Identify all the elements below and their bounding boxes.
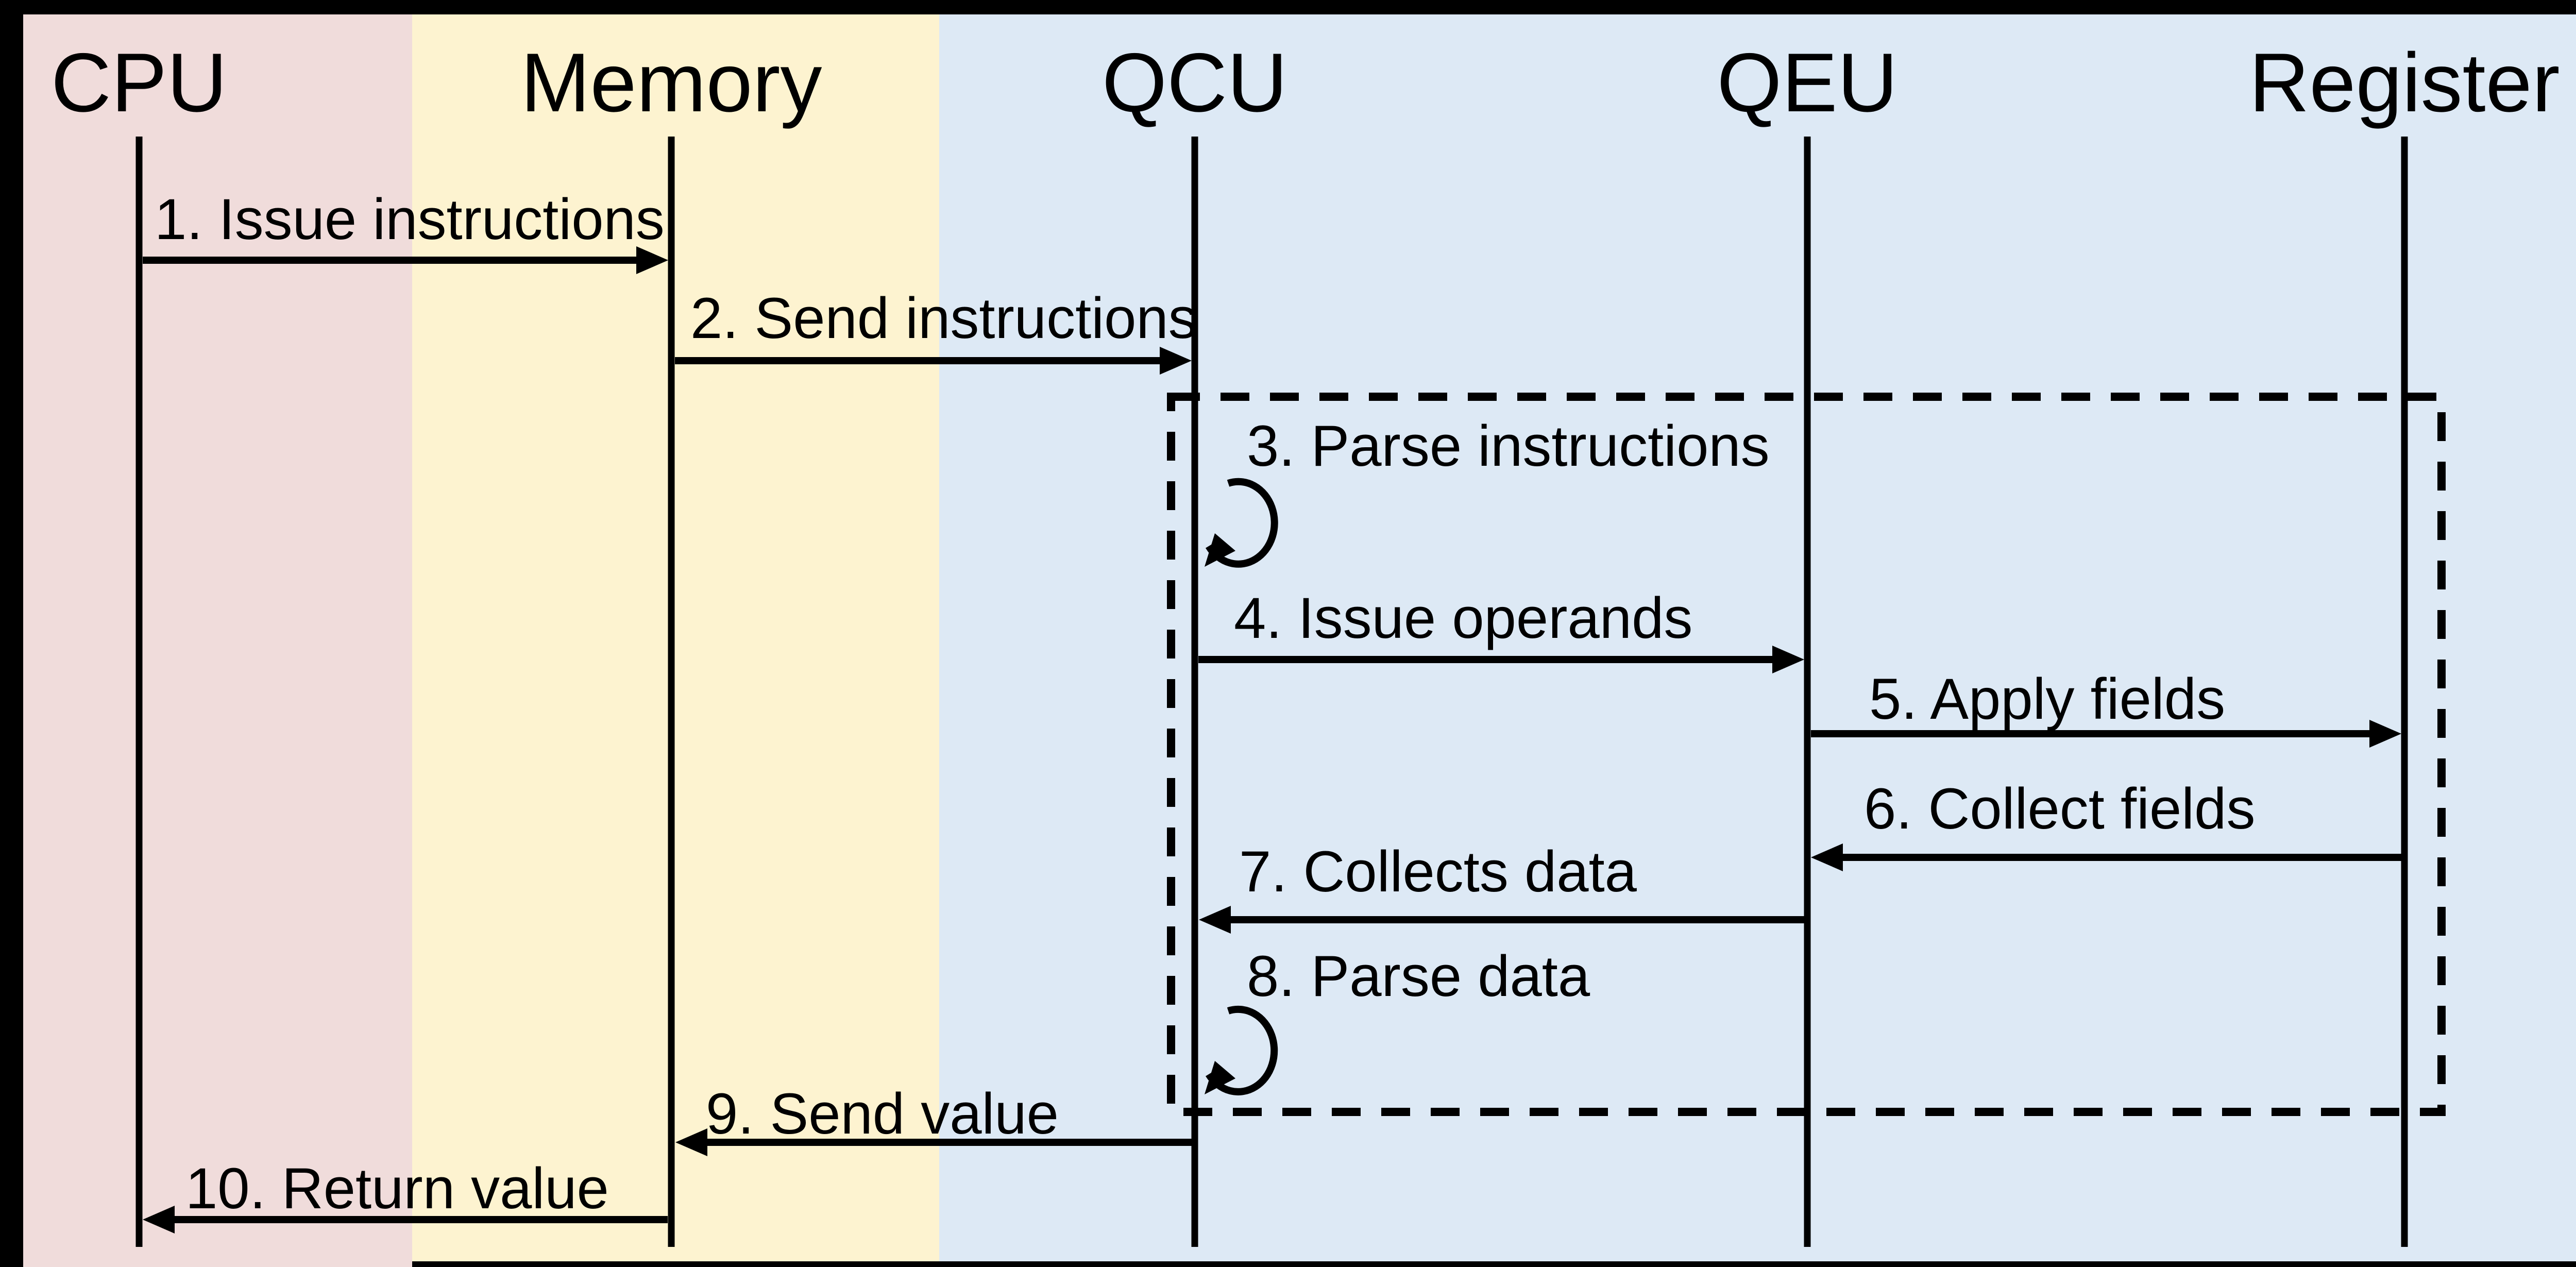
message-6-label: 6. Collect fields	[1864, 776, 2256, 841]
message-8-loop-arrowhead	[1205, 1061, 1235, 1094]
message-8-label: 8. Parse data	[1247, 944, 1590, 1008]
message-1-arrowhead	[636, 246, 668, 274]
message-4-arrowhead	[1772, 646, 1804, 673]
message-3-label: 3. Parse instructions	[1247, 414, 1770, 478]
cpu-band	[23, 14, 412, 1267]
message-6-arrowhead	[1811, 843, 1843, 871]
message-5-arrowhead	[2369, 720, 2401, 748]
message-5-label: 5. Apply fields	[1869, 667, 2226, 731]
message-2-arrowhead	[1160, 347, 1192, 375]
memory-band	[412, 14, 939, 1261]
message-7-arrowhead	[1199, 906, 1231, 934]
message-1-label: 1. Issue instructions	[155, 187, 665, 251]
message-7-label: 7. Collects data	[1239, 839, 1637, 904]
message-2-label: 2. Send instructions	[690, 286, 1197, 350]
message-9-label: 9. Send value	[706, 1082, 1059, 1146]
fragment-dashed-box	[1167, 393, 2446, 1116]
message-3-self-loop	[1206, 478, 1278, 568]
participant-label-cpu: CPU	[50, 36, 228, 129]
participant-label-memory: Memory	[520, 36, 822, 129]
message-9-arrowhead	[675, 1128, 707, 1156]
participant-label-qcu: QCU	[1102, 36, 1287, 129]
message-4-label: 4. Issue operands	[1234, 586, 1693, 650]
message-10-arrowhead	[143, 1206, 175, 1234]
message-8-self-loop	[1206, 1005, 1278, 1095]
execution-units-band	[939, 14, 2576, 1261]
message-3-loop-arrowhead	[1205, 533, 1235, 567]
message-10-label: 10. Return value	[185, 1156, 609, 1221]
participant-label-register: Register	[2249, 36, 2560, 129]
participant-label-qeu: QEU	[1717, 36, 1898, 129]
